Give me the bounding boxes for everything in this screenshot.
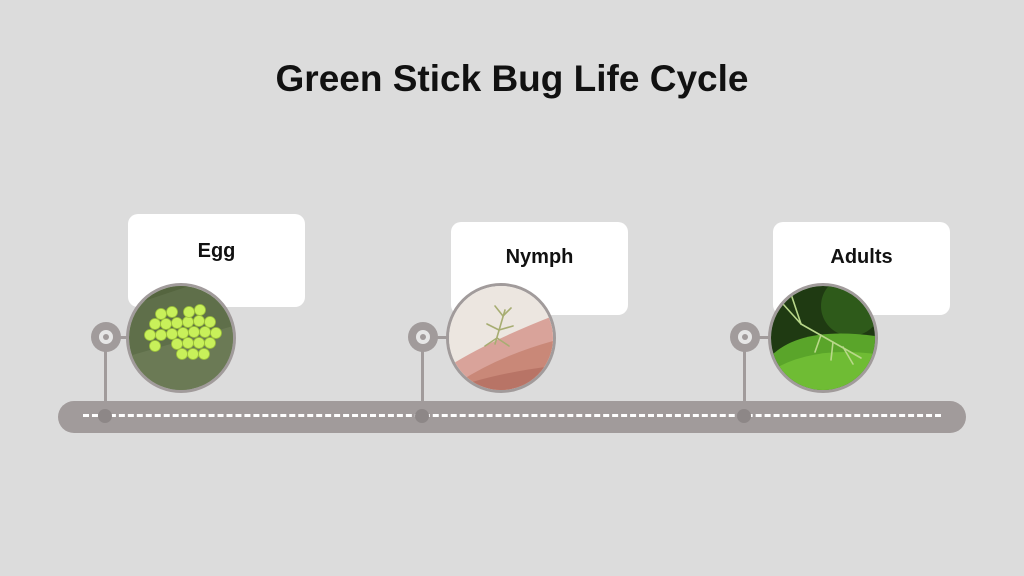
marker-stem — [104, 350, 107, 414]
timeline-marker — [91, 322, 121, 352]
marker-stem — [743, 350, 746, 414]
track-anchor-dot — [415, 409, 429, 423]
stick-bug-nymph-on-hand-photo — [446, 283, 556, 393]
stage-label: Nymph — [505, 246, 574, 268]
marker-connector — [118, 336, 132, 339]
stage-label: Egg — [197, 240, 236, 262]
track-anchor-dot — [737, 409, 751, 423]
timeline-track — [58, 401, 966, 433]
timeline-dashed-line — [83, 414, 941, 417]
marker-connector — [758, 336, 772, 339]
marker-stem — [421, 350, 424, 414]
timeline-marker — [730, 322, 760, 352]
page-title: Green Stick Bug Life Cycle — [275, 58, 749, 99]
stage-label: Adults — [830, 246, 893, 268]
timeline-marker — [408, 322, 438, 352]
adult-stick-bug-on-leaf-photo — [768, 283, 878, 393]
track-anchor-dot — [98, 409, 112, 423]
green-egg-cluster-photo — [126, 283, 236, 393]
marker-connector — [436, 336, 450, 339]
